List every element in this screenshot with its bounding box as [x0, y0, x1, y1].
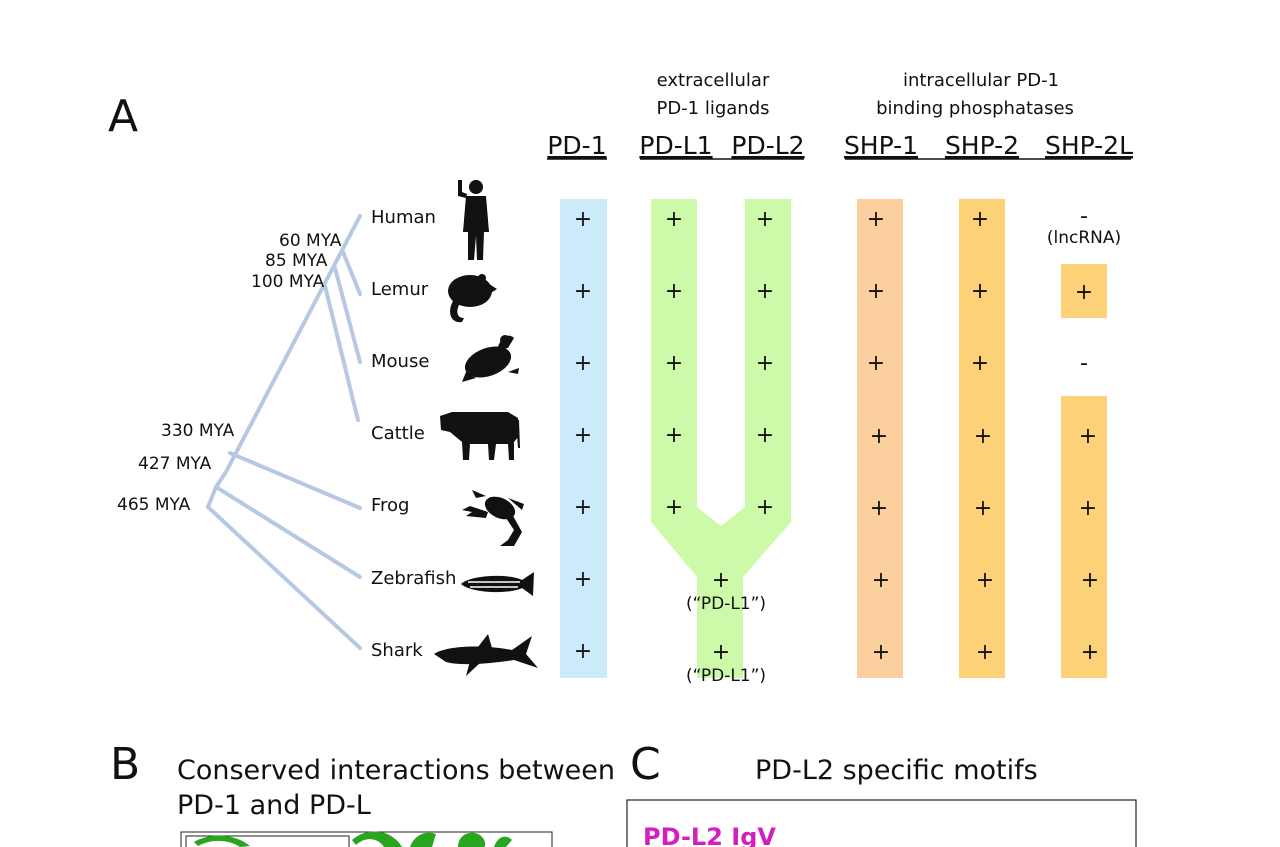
group-intracellular-line1: intracellular PD-1 — [903, 70, 1059, 91]
mya-label-330: 330 MYA — [161, 421, 235, 441]
ligand-bar — [651, 199, 791, 678]
col-header-pdl2: PD-L2 — [731, 131, 804, 160]
col-header-shp1: SHP-1 — [844, 131, 918, 160]
phylogenetic-tree — [206, 214, 362, 650]
lemur-silhouette-icon — [448, 274, 497, 323]
mark-pd1-human: + — [574, 207, 592, 232]
shark-silhouette-icon — [434, 634, 538, 676]
motif-box — [626, 799, 1137, 847]
mark-pd1-cattle: + — [574, 423, 592, 448]
panel-b-title-line2: PD-1 and PD-L — [177, 790, 371, 821]
mark-pd1-mouse: + — [574, 351, 592, 376]
panel-a-letter: A — [108, 91, 138, 142]
mark-shp2l-shark: + — [1081, 640, 1099, 665]
mark-pdl1-frog: + — [665, 495, 683, 520]
mark-shp2-shark: + — [976, 640, 994, 665]
mya-label-100: 100 MYA — [251, 272, 325, 292]
group-extracellular-line1: extracellular — [657, 70, 770, 91]
mark-shp2-human: + — [971, 207, 989, 232]
frog-silhouette-icon — [462, 490, 524, 546]
species-label-mouse: Mouse — [371, 351, 429, 372]
protein-structure-image — [180, 831, 553, 847]
mya-label-427: 427 MYA — [138, 454, 212, 474]
motif-box-label: PD-L2 IgV — [643, 823, 776, 847]
mark-shp2l-lemur: + — [1075, 280, 1093, 305]
mark-shp1-lemur: + — [867, 279, 885, 304]
mya-label-465: 465 MYA — [117, 495, 191, 515]
pd1-bar — [560, 199, 607, 678]
panel-c-title: PD-L2 specific motifs — [755, 755, 1038, 786]
species-label-frog: Frog — [371, 495, 410, 516]
mark-pdl1-cattle: + — [665, 423, 683, 448]
zebrafish-silhouette-icon — [461, 572, 534, 596]
mark-shp2-zebrafish: + — [976, 568, 994, 593]
mark-pdl2-frog: + — [756, 495, 774, 520]
panel-b-title-line1: Conserved interactions between — [177, 755, 615, 786]
mark-pd1-zebrafish: + — [574, 567, 592, 592]
species-label-zebrafish: Zebrafish — [371, 568, 456, 589]
mark-shp2-cattle: + — [974, 424, 992, 449]
mark-shp2-mouse: + — [971, 351, 989, 376]
mouse-silhouette-icon — [462, 335, 519, 382]
mark-pdl1-lemur: + — [665, 279, 683, 304]
species-label-lemur: Lemur — [371, 279, 429, 300]
mark-shp1-cattle: + — [870, 424, 888, 449]
species-label-human: Human — [371, 207, 436, 228]
panel-b-letter: B — [110, 739, 140, 790]
group-extracellular-line2: PD-1 ligands — [656, 98, 769, 119]
mark-shp1-frog: + — [870, 496, 888, 521]
cattle-silhouette-icon — [440, 412, 520, 460]
mark-pd1-lemur: + — [574, 279, 592, 304]
mya-label-85: 85 MYA — [265, 251, 328, 271]
col-header-shp2: SHP-2 — [945, 131, 1019, 160]
mark-ligand-zebrafish: + — [712, 568, 730, 593]
mark-shp2l-mouse: - — [1080, 351, 1088, 376]
mark-shp1-human: + — [867, 207, 885, 232]
human-silhouette-icon — [458, 180, 489, 260]
col-header-shp2l: SHP-2L — [1045, 131, 1133, 160]
shp1-bar — [857, 199, 903, 678]
mark-pdl1-mouse: + — [665, 351, 683, 376]
mark-shp1-zebrafish: + — [872, 568, 890, 593]
shp2-bar — [959, 199, 1005, 678]
mark-shp2-frog: + — [974, 496, 992, 521]
mark-shp2l-cattle: + — [1079, 424, 1097, 449]
presence-markers: + + + + + + + + + + + + + + + + + + (“PD… — [574, 204, 1121, 686]
mark-pdl1-human: + — [665, 207, 683, 232]
shp2l-bar-lemur — [1061, 264, 1107, 318]
mark-shp2-lemur: + — [971, 279, 989, 304]
col-header-pdl1: PD-L1 — [639, 131, 712, 160]
note-ligand-shark: (“PD-L1”) — [686, 666, 766, 686]
note-ligand-zebrafish: (“PD-L1”) — [686, 594, 766, 614]
col-header-pd1: PD-1 — [547, 131, 606, 160]
mark-shp2l-zebrafish: + — [1081, 568, 1099, 593]
mark-pdl2-human: + — [756, 207, 774, 232]
panel-c-letter: C — [630, 739, 661, 790]
mark-shp1-shark: + — [872, 640, 890, 665]
species-label-shark: Shark — [371, 640, 423, 661]
note-shp2l-human: (lncRNA) — [1047, 228, 1121, 248]
species-label-cattle: Cattle — [371, 423, 425, 444]
mark-ligand-shark: + — [712, 640, 730, 665]
mark-pdl2-mouse: + — [756, 351, 774, 376]
mark-pd1-shark: + — [574, 639, 592, 664]
mark-shp2l-frog: + — [1079, 496, 1097, 521]
mark-pd1-frog: + — [574, 495, 592, 520]
mark-pdl2-cattle: + — [756, 423, 774, 448]
mya-label-60: 60 MYA — [279, 231, 342, 251]
group-intracellular-line2: binding phosphatases — [876, 98, 1074, 119]
shp2l-bar-lower — [1061, 396, 1107, 678]
mark-pdl2-lemur: + — [756, 279, 774, 304]
mark-shp1-mouse: + — [867, 351, 885, 376]
mark-shp2l-human: - — [1080, 204, 1088, 229]
